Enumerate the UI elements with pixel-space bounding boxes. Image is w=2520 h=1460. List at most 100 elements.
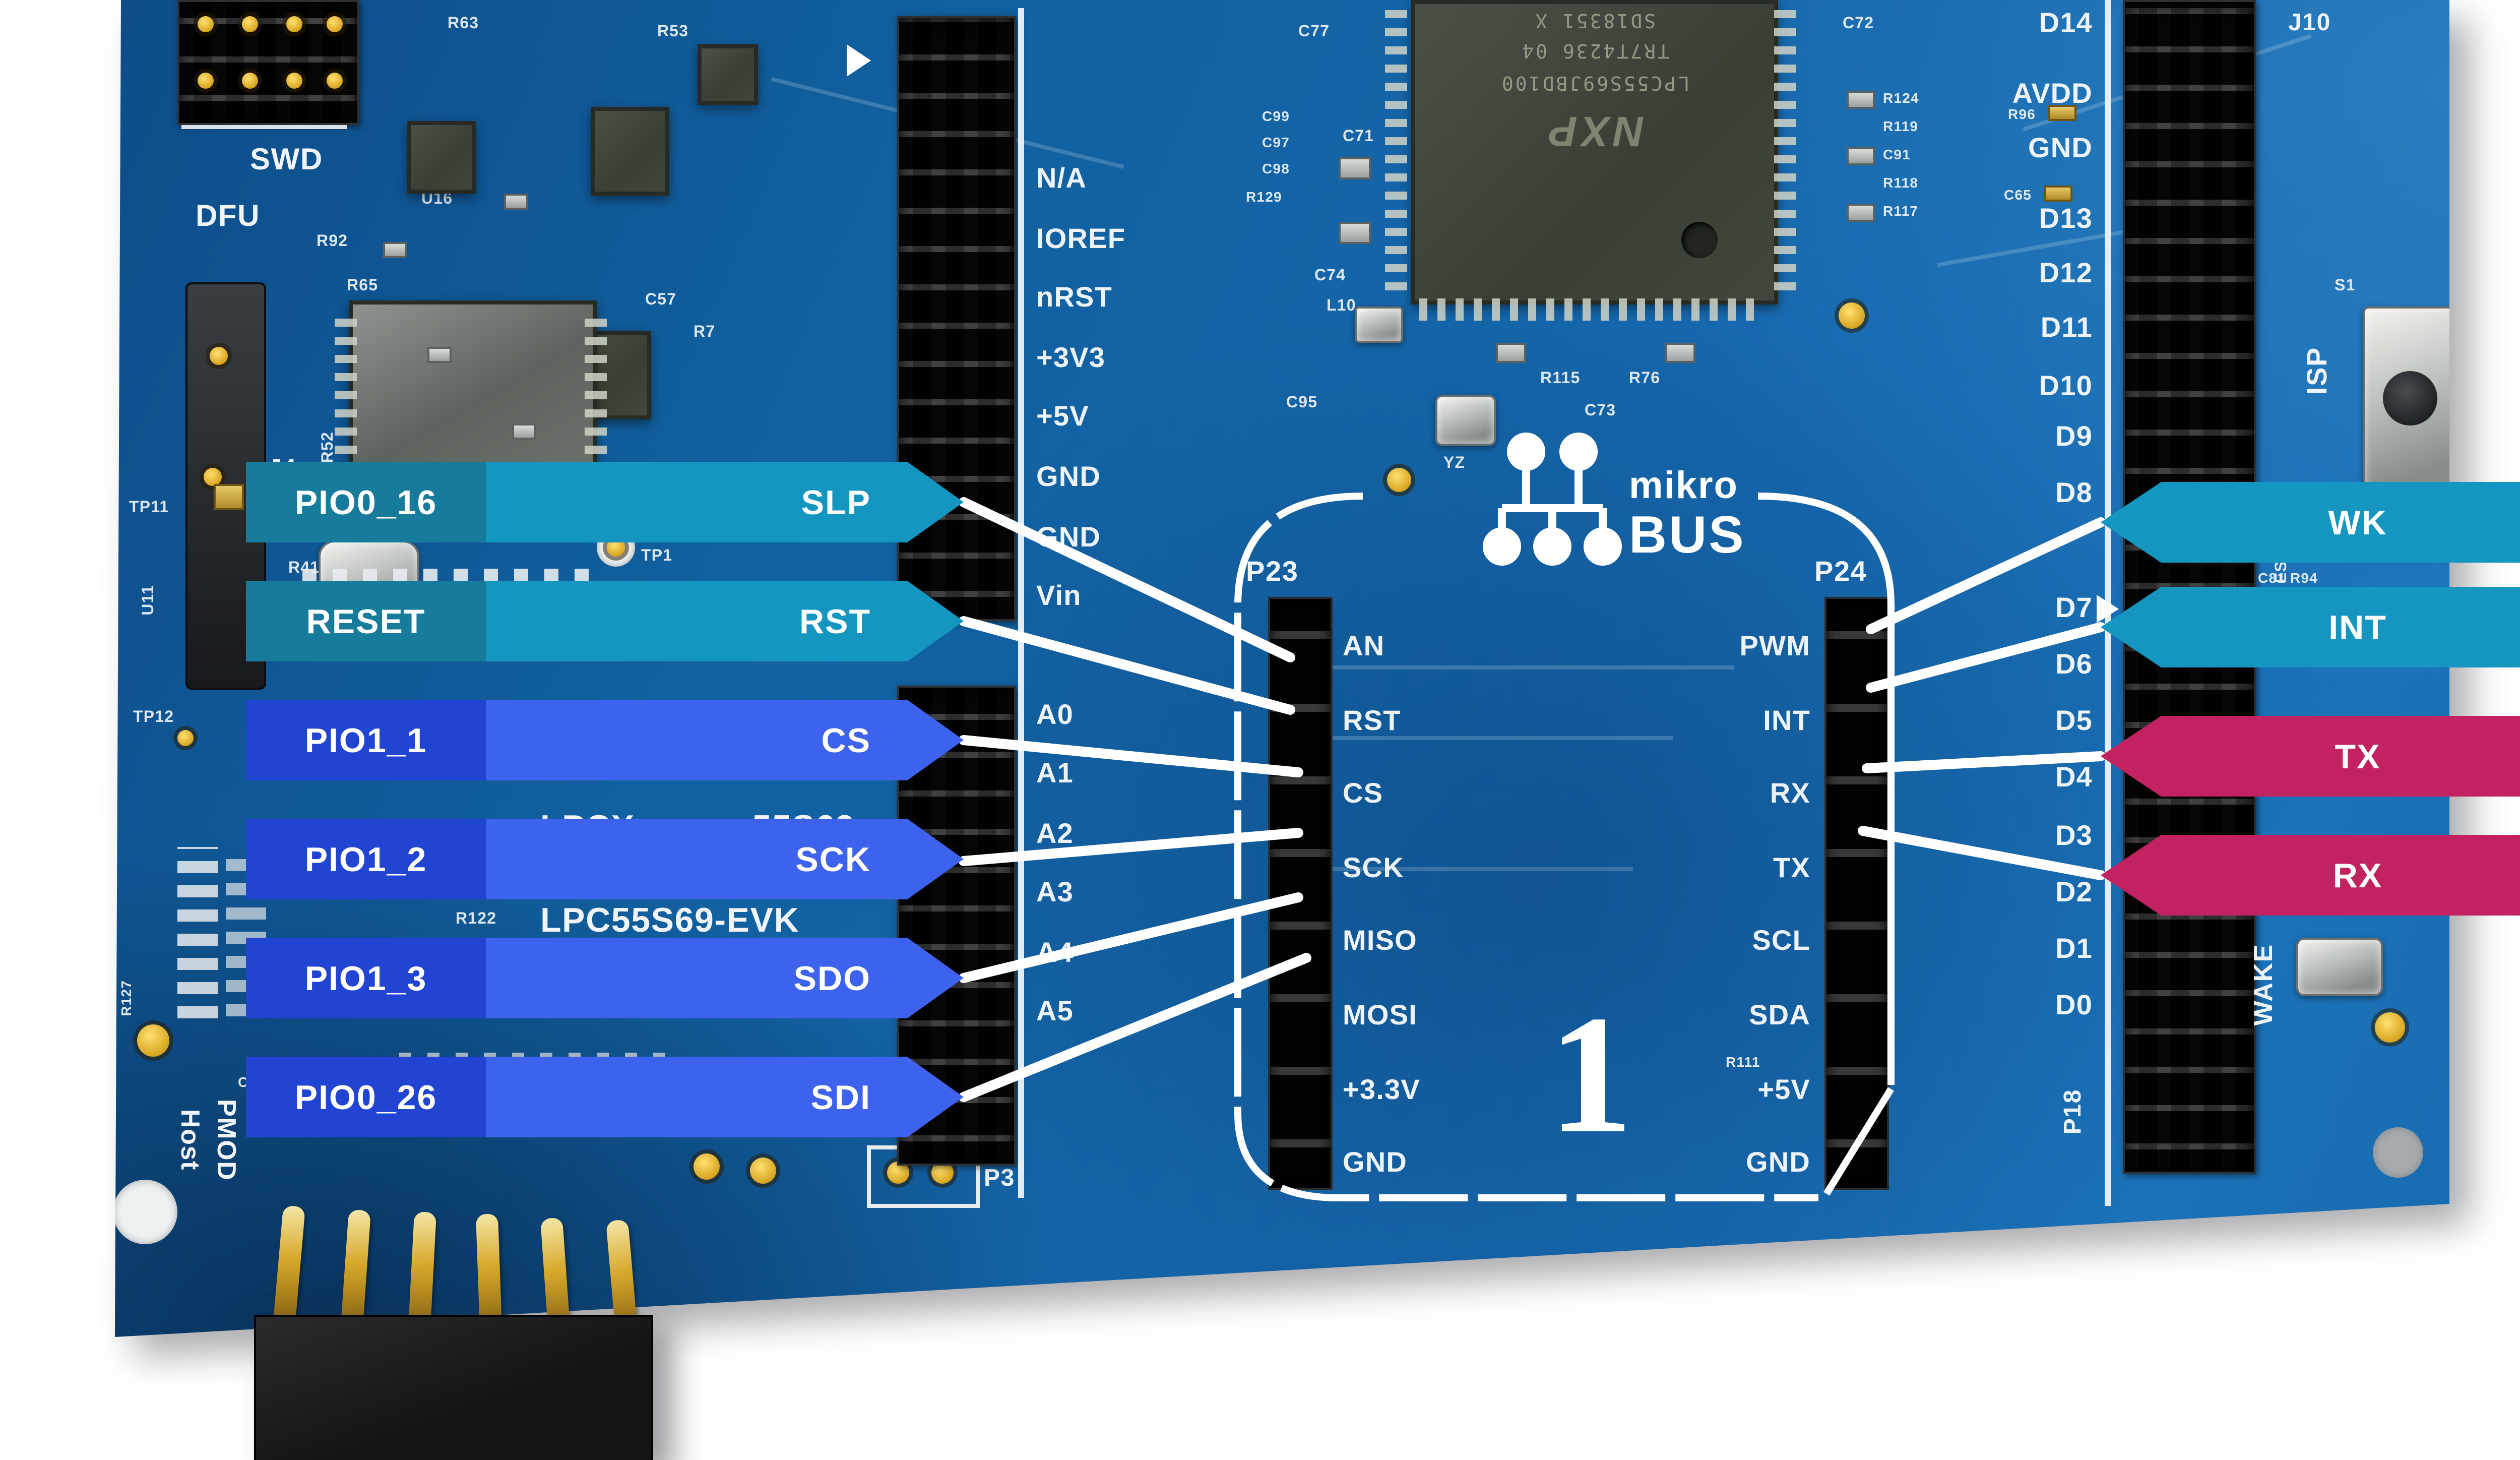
callout-rx: RX PIO0_27 — [2101, 835, 2520, 916]
silk-es: ES — [2272, 561, 2290, 584]
callout-sdo: PIO1_3 SDO — [246, 938, 964, 1018]
silk-r53: R53 — [657, 22, 689, 40]
silk-c77: C77 — [1298, 22, 1330, 40]
header-pin — [242, 73, 258, 89]
silk-r65: R65 — [347, 276, 379, 294]
chip-pins — [335, 313, 357, 454]
callout-signal-name: SLP — [486, 462, 964, 542]
digital-pin-label: D4 — [2055, 761, 2093, 794]
callout-rst: RESET RST — [246, 581, 964, 661]
mcu-pin1-dot — [1681, 222, 1718, 258]
jumper-pin — [204, 468, 222, 486]
mikrobus-logo-top: mikro — [1629, 466, 1738, 508]
mikrobus-pin-label: SCL — [1752, 924, 1810, 957]
silk-tp11: TP11 — [129, 498, 169, 516]
silk-evk-name: LPC55S69-EVK — [540, 901, 800, 940]
capacitor — [1339, 222, 1371, 244]
resistor — [1847, 91, 1875, 109]
silk-c99: C99 — [1262, 111, 1290, 125]
mikrobus-pin-label: MISO — [1343, 924, 1417, 957]
digital-pin-label: D8 — [2055, 476, 2093, 508]
silk-c81-r94: C81 R94 — [2258, 573, 2318, 587]
header-pin — [327, 16, 343, 32]
digital-pin-label: D12 — [2039, 256, 2093, 288]
marker-triangle — [847, 44, 871, 77]
silk-r111: R111 — [1726, 1057, 1760, 1071]
gold-via — [137, 1024, 169, 1057]
callout-pin-name: PIO0_16 — [246, 462, 486, 542]
silk-tp12: TP12 — [133, 708, 174, 726]
resistor-array — [177, 847, 218, 1018]
jumper-pin — [210, 347, 228, 365]
silk-p18: P18 — [2058, 1089, 2087, 1135]
resistor — [1847, 204, 1875, 222]
power-pin-label: GND — [1036, 519, 1101, 552]
resistor — [1847, 147, 1875, 165]
silk-p3: P3 — [984, 1164, 1015, 1192]
silk-r63: R63 — [448, 14, 479, 32]
callout-pin-name: PIO1_2 — [246, 819, 486, 899]
small-ic — [698, 44, 758, 105]
digital-pin-label: D11 — [2040, 311, 2093, 343]
mikrobus-pin-label: RST — [1343, 703, 1401, 736]
resistor — [512, 423, 536, 440]
digital-pin-label: D0 — [2055, 988, 2093, 1020]
silk-c65: C65 — [2004, 190, 2032, 204]
silk-wake: WAKE — [2248, 944, 2278, 1026]
callout-sck: PIO1_2 SCK — [246, 819, 964, 899]
wake-button — [2296, 938, 2383, 996]
debug-chip — [349, 300, 597, 476]
power-pin-label: GND — [1036, 459, 1101, 492]
fiducial — [1839, 302, 1865, 329]
callout-signal-name: RST — [486, 581, 964, 661]
resistor — [2048, 105, 2076, 121]
mounting-hole — [2373, 1127, 2423, 1178]
silk-line — [181, 125, 347, 129]
callout-tx: TX PIO1_24 — [2101, 716, 2520, 797]
header-pin — [286, 16, 302, 32]
silk-pmod: PMOD — [212, 1099, 242, 1181]
callout-pin-name: PIO1_1 — [246, 700, 486, 780]
resistor — [383, 242, 407, 258]
mikrobus-pin-label: TX — [1773, 850, 1810, 883]
digital-pin-label: D10 — [2039, 369, 2093, 401]
callout-wk: WK PIO1_5 — [2101, 482, 2520, 563]
callout-signal-name: INT — [2101, 587, 2520, 667]
silk-r7: R7 — [694, 323, 716, 341]
mikrobus-pin-label: AN — [1343, 629, 1385, 661]
gold-pad — [694, 1153, 720, 1180]
capacitor — [1339, 157, 1371, 179]
callout-pin-name: PIO1_3 — [246, 938, 486, 1018]
mcu-pins-left — [1385, 8, 1407, 290]
mcu-nxp-logo: NXP — [1545, 106, 1645, 153]
silk-r96: R96 — [2008, 109, 2036, 123]
inductor — [1355, 307, 1403, 343]
power-pin-label: nRST — [1036, 280, 1113, 313]
mikrobus-pin-label: PWM — [1739, 629, 1810, 661]
silk-c71: C71 — [1343, 127, 1374, 145]
silk-header-line — [1018, 8, 1023, 1198]
mikrobus-pin-label: +3.3V — [1343, 1072, 1420, 1105]
callout-signal-name: WK — [2101, 482, 2520, 563]
digital-pin-label: D1 — [2055, 931, 2093, 964]
capacitor — [1496, 343, 1526, 363]
silk-c97: C97 — [1262, 137, 1290, 151]
header-pin — [286, 73, 302, 89]
callout-signal-name: SCK — [486, 819, 964, 899]
callout-slp: PIO0_16 SLP — [246, 462, 964, 542]
small-ic — [591, 107, 669, 196]
mcu-lot-code: TR7T4236 04 — [1520, 39, 1669, 62]
power-pin-label: +5V — [1036, 400, 1089, 433]
silk-r115: R115 — [1540, 369, 1581, 387]
mcu-pins-bottom — [1419, 298, 1762, 321]
mikrobus-pin-label: CS — [1343, 776, 1383, 809]
power-pin-label: IOREF — [1036, 221, 1126, 254]
mikrobus-logo-bottom: BUS — [1629, 504, 1746, 565]
silk-c72: C72 — [1843, 14, 1874, 32]
mounting-hole — [115, 1180, 177, 1244]
gold-via — [1387, 468, 1411, 492]
callout-sdi: PIO0_26 SDI — [246, 1057, 964, 1137]
